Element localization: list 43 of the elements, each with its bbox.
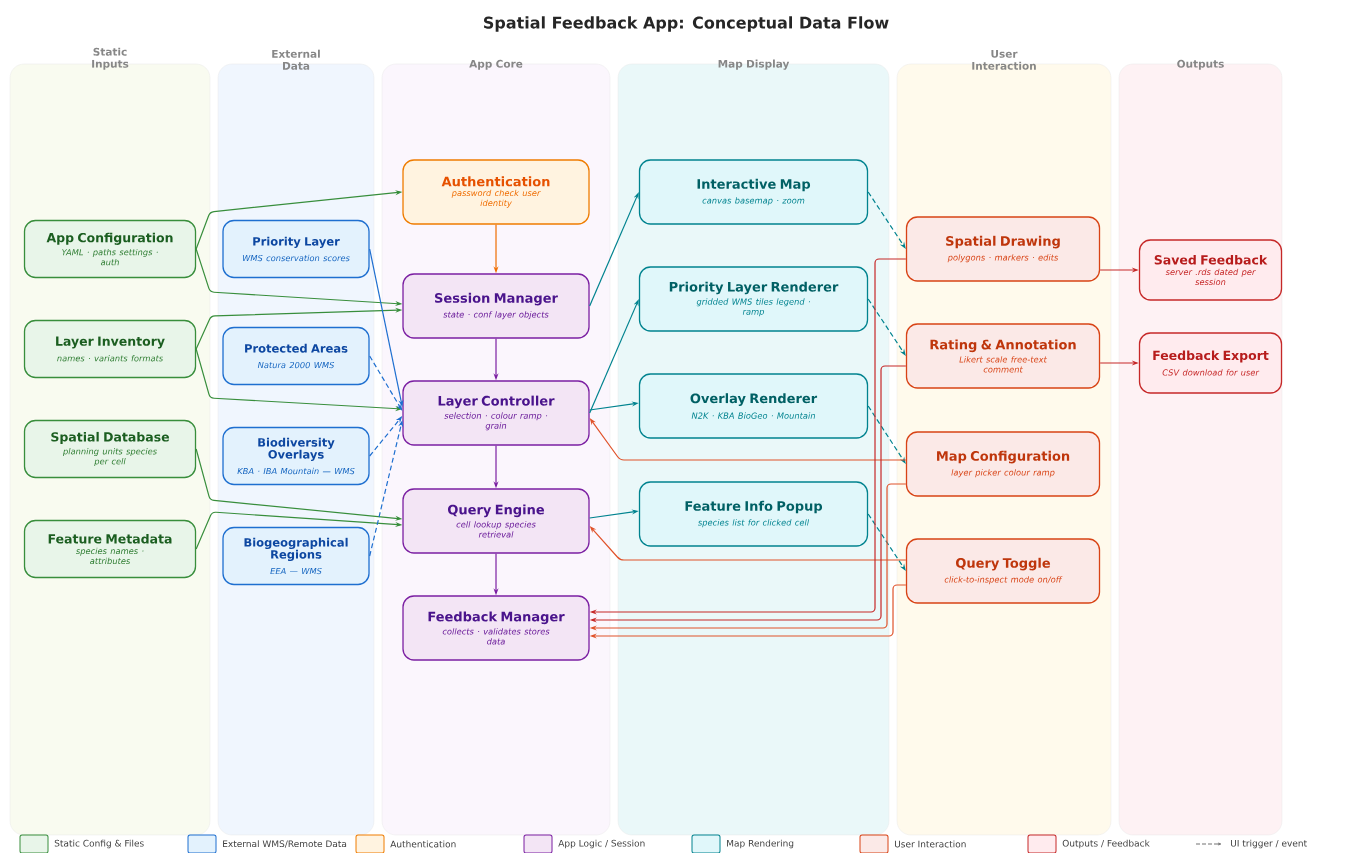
process-box: Biogeographical Regions EEA — WMS (222, 526, 370, 586)
legend-label: Map Rendering (727, 839, 794, 849)
arrow (369, 355, 403, 411)
process-box: Query Engine cell lookup species retrieval (402, 488, 590, 554)
process-box: Priority Layer Renderer gridded WMS tiles legend · ramp (638, 266, 869, 332)
arrow (867, 191, 906, 249)
lane-heading: Static Inputs (92, 47, 129, 70)
legend-label: App Logic / Session (558, 839, 645, 849)
process-box: Protected Areas Natura 2000 WMS (222, 326, 370, 386)
legend-label: Outputs / Feedback (1062, 839, 1150, 849)
process-box: Feature Metadata species names · attributes (23, 519, 197, 579)
process-box: Saved Feedback server .rds dated per session (1138, 239, 1283, 301)
process-box: Feedback Manager collects · validates stores data (402, 595, 590, 661)
legend-label: External WMS/Remote Data (223, 840, 347, 848)
legend-label: Authentication (390, 840, 456, 848)
process-box: App Configuration YAML · paths settings · auth (23, 219, 197, 279)
process-box: Layer Controller selection · colour ramp · grain (402, 380, 590, 446)
process-box: Spatial Drawing polygons · markers · edits (905, 216, 1101, 282)
lane-heading: External Data (272, 49, 320, 70)
arrow (867, 298, 906, 356)
process-box: Session Manager state · conf layer objects (402, 273, 590, 339)
process-box: Spatial Database planning units species per cell (23, 419, 197, 479)
process-box: Feature Info Popup species list for clicked cell (638, 481, 869, 547)
arrow (867, 513, 906, 571)
lane-heading: App Core (469, 59, 523, 70)
process-box: Query Toggle click-to-inspect mode on/off (905, 538, 1101, 604)
process-box: Overlay Renderer N2K · KBA BioGeo · Mountain (638, 373, 869, 439)
lane-heading: User Interaction (972, 50, 1036, 70)
arrow (867, 405, 906, 464)
lane-heading: Outputs (1177, 59, 1224, 70)
process-box: Biodiversity Overlays KBA · IBA Mountain — WMS (222, 426, 370, 486)
legend-label: UI trigger / event (1231, 839, 1307, 849)
process-box: Priority Layer WMS conservation scores (222, 219, 370, 279)
process-box: Map Configuration layer picker colour ramp (905, 431, 1101, 497)
legend-label: User Interaction (895, 840, 966, 848)
lane-heading: Map Display (718, 59, 790, 70)
process-box: Layer Inventory names · variants formats (23, 319, 197, 379)
legend-label: Static Config & Files (54, 839, 144, 849)
process-box: Interactive Map canvas basemap · zoom (638, 159, 869, 225)
process-box: Feedback Export CSV download for user (1138, 332, 1283, 394)
process-box: Rating & Annotation Likert scale free-text comment (905, 323, 1101, 389)
process-box: Authentication password check user identity (402, 159, 590, 225)
diagram-title: Spatial Feedback App: Conceptual Data Flow (484, 16, 889, 32)
